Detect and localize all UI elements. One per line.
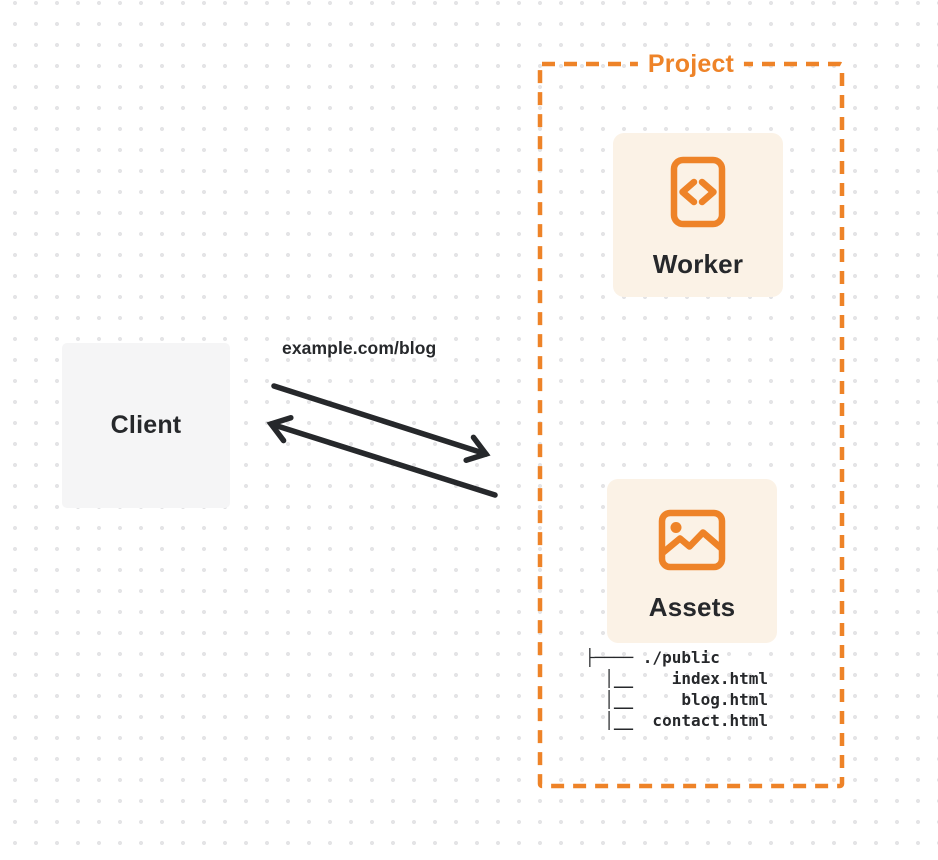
client-label: Client: [110, 411, 182, 439]
assets-file-tree: ├──── ./public │__ index.html │__ blog.h…: [585, 648, 769, 730]
worker-node: Worker: [613, 133, 783, 297]
code-file-icon: [670, 156, 726, 228]
client-node: Client: [62, 343, 230, 508]
request-arrow: [271, 383, 491, 463]
image-icon: [658, 509, 726, 571]
request-url-label: example.com/blog: [282, 338, 437, 358]
response-arrow: [266, 414, 498, 498]
worker-label: Worker: [652, 249, 744, 279]
assets-label: Assets: [648, 592, 736, 622]
assets-node: Assets: [607, 479, 777, 643]
project-label: Project: [637, 49, 745, 80]
